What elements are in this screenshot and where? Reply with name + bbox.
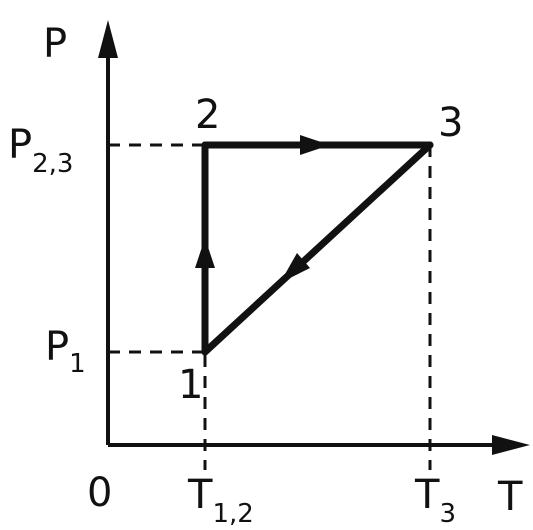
state-label-3: 3 bbox=[438, 100, 463, 146]
arrow-3-to-1 bbox=[280, 253, 310, 283]
x-axis-arrowhead bbox=[492, 435, 530, 455]
x-axis-label: T bbox=[497, 474, 523, 520]
origin-label: 0 bbox=[87, 470, 112, 516]
arrow-2-to-3 bbox=[300, 135, 330, 155]
temperature-label-t3: T3 bbox=[414, 472, 456, 529]
pressure-label-p23: P2,3 bbox=[8, 122, 73, 179]
state-label-1: 1 bbox=[178, 362, 203, 408]
y-axis-arrowhead bbox=[98, 20, 118, 58]
process-3-to-1 bbox=[201, 141, 434, 356]
state-label-2: 2 bbox=[195, 92, 220, 138]
temperature-label-t12: T1,2 bbox=[187, 472, 254, 529]
arrow-1-to-2 bbox=[195, 238, 215, 268]
pressure-label-p1: P1 bbox=[45, 324, 86, 379]
y-axis-label: P bbox=[43, 21, 67, 67]
